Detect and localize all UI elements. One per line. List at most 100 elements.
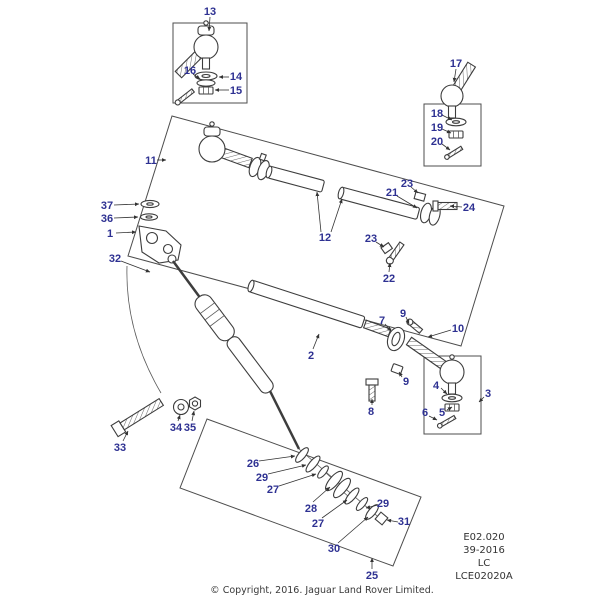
callout-20: 20 xyxy=(431,136,443,148)
callout-4: 4 xyxy=(433,380,440,392)
panel-top-left xyxy=(172,22,248,104)
bush-28 xyxy=(325,470,351,499)
figure-code: E02.020 xyxy=(463,532,504,543)
callout-leader-3 xyxy=(478,396,485,403)
diagram-artwork xyxy=(110,20,505,567)
callout-leader-22 xyxy=(387,262,392,273)
callout-leader-30 xyxy=(337,516,369,544)
figure-ref: LCE02020A xyxy=(455,571,513,582)
track-rod-2 xyxy=(247,279,366,329)
callout-5: 5 xyxy=(439,407,445,419)
callout-leader-5 xyxy=(446,406,453,411)
callout-leader-9 xyxy=(405,316,410,325)
callout-8: 8 xyxy=(368,406,374,418)
callout-31: 31 xyxy=(398,516,410,528)
callout-25: 25 xyxy=(366,570,378,582)
callout-32: 32 xyxy=(109,253,121,265)
callout-3: 3 xyxy=(485,388,491,400)
steering-damper-32 xyxy=(126,254,301,450)
callout-leader-36 xyxy=(113,215,139,220)
hardware-18-19-20 xyxy=(444,117,467,160)
callout-19: 19 xyxy=(431,122,443,134)
callout-11: 11 xyxy=(145,155,157,167)
callout-leader-24 xyxy=(449,204,463,209)
bolt-8 xyxy=(365,378,379,402)
callout-leader-27 xyxy=(278,473,317,487)
washer-26 xyxy=(295,447,309,463)
nut-9-lower xyxy=(390,363,404,375)
callout-21: 21 xyxy=(386,187,398,199)
callout-leader-1 xyxy=(115,230,137,235)
callout-leader-23 xyxy=(375,241,385,248)
callout-14: 14 xyxy=(230,71,243,83)
callout-16: 16 xyxy=(184,65,196,77)
washer-27-upper xyxy=(317,465,329,479)
callout-leader-2 xyxy=(312,333,320,350)
drag-link-tube-rear xyxy=(337,186,420,220)
figure-week: 39-2016 xyxy=(463,545,505,556)
drag-link-tube-front xyxy=(265,165,325,193)
callout-leader-6 xyxy=(428,415,438,421)
callout-leader-26 xyxy=(258,454,296,462)
split-pin-20 xyxy=(444,145,464,160)
callout-23: 23 xyxy=(401,178,413,190)
callout-7: 7 xyxy=(379,315,385,327)
panel-bottom xyxy=(179,418,422,567)
callout-17: 17 xyxy=(450,58,462,70)
callout-leader-31 xyxy=(386,518,399,523)
tie-rod-end-17 xyxy=(440,61,477,119)
split-pin-6 xyxy=(436,414,457,429)
callout-leader-21 xyxy=(396,195,418,209)
callout-35: 35 xyxy=(184,422,196,434)
callout-24: 24 xyxy=(463,202,476,214)
split-pin-16 xyxy=(174,88,196,106)
callout-leader-18 xyxy=(441,114,453,121)
callout-9: 9 xyxy=(403,376,409,388)
callout-15: 15 xyxy=(230,85,242,97)
washer-29-lower xyxy=(355,497,369,511)
washer-29-upper xyxy=(305,455,321,473)
tie-rod-end-13 xyxy=(174,20,219,79)
callout-leader-17 xyxy=(452,68,457,83)
callout-leader-27 xyxy=(321,499,348,519)
copyright-notice: © Copyright, 2016. Jaguar Land Rover Lim… xyxy=(210,585,434,596)
bracket-1 xyxy=(138,225,182,264)
bolt-33 xyxy=(110,397,165,438)
figure-lc: LC xyxy=(478,558,491,569)
tie-rod-end-11 xyxy=(198,121,253,169)
callout-leader-16 xyxy=(192,73,201,80)
callout-18: 18 xyxy=(431,108,443,120)
nut-23-lower xyxy=(380,241,394,255)
callout-leader-10 xyxy=(427,329,452,338)
figure-info-block: E02.020 39-2016 LC LCE02020A xyxy=(455,532,513,582)
callout-33: 33 xyxy=(114,442,126,454)
bolt-22 xyxy=(385,241,405,265)
callout-leader-28 xyxy=(312,486,331,503)
callout-1: 1 xyxy=(107,228,113,240)
callout-2: 2 xyxy=(308,350,314,362)
washer-37 xyxy=(140,199,160,209)
callout-leader-23 xyxy=(410,186,419,194)
callout-leader-29 xyxy=(365,504,379,509)
callout-37: 37 xyxy=(101,200,113,212)
bush-stack-25-31 xyxy=(295,447,389,526)
callout-23: 23 xyxy=(365,233,377,245)
drag-link-assembly-11 xyxy=(198,121,458,265)
callout-leader-35 xyxy=(191,410,196,422)
callout-27: 27 xyxy=(312,518,324,530)
washer-34 xyxy=(172,398,190,416)
callout-29: 29 xyxy=(256,472,268,484)
callout-36: 36 xyxy=(101,213,113,225)
callout-13: 13 xyxy=(204,6,216,18)
callout-27: 27 xyxy=(267,484,279,496)
callout-leader-19 xyxy=(441,128,452,134)
callout-26: 26 xyxy=(247,458,259,470)
callout-9: 9 xyxy=(400,308,406,320)
callout-leader-33 xyxy=(122,430,129,442)
callout-leader-12 xyxy=(315,191,322,233)
clamp-7 xyxy=(386,326,406,352)
washer-36 xyxy=(139,213,159,221)
